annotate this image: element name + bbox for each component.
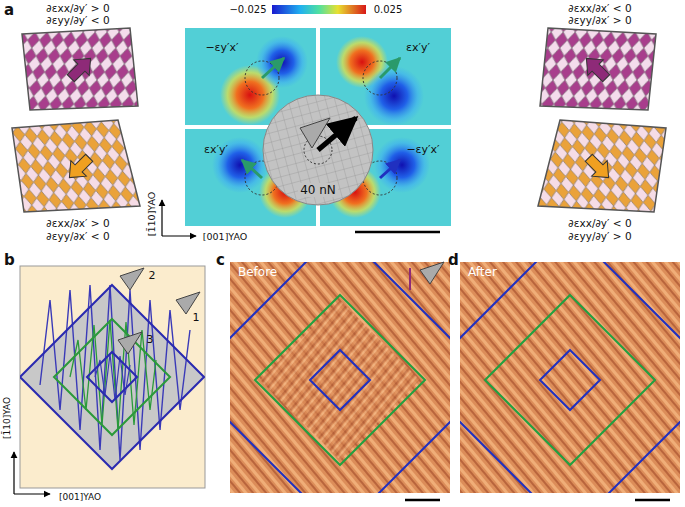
strain-label: εx′y′ <box>406 42 430 55</box>
gradient-condition: ∂εyy/∂x′ < 0 <box>46 230 109 242</box>
lattice-sketches <box>12 28 666 212</box>
tip-contact-circle: 40 nN <box>263 95 373 205</box>
panel-letter: b <box>4 252 15 269</box>
strain-maps <box>185 28 451 232</box>
panel-letter: c <box>216 252 225 269</box>
gradient-condition: ∂εxx/∂x′ > 0 <box>46 217 109 229</box>
strain-label: εx′y′ <box>204 144 228 157</box>
gradient-condition: ∂εyy/∂x′ > 0 <box>568 14 631 26</box>
colour-bar-value: 0.025 <box>374 4 403 16</box>
gradient-condition: ∂εxx/∂y′ > 0 <box>46 2 109 14</box>
gradient-condition: ∂εyy/∂y′ < 0 <box>46 14 109 26</box>
gradient-condition: ∂εxx/∂x′ < 0 <box>568 2 631 14</box>
callout-number: 2 <box>149 270 156 283</box>
scan-scheme <box>20 266 205 488</box>
panel-letter: d <box>448 252 459 269</box>
gradient-condition: ∂εxx/∂y′ < 0 <box>568 217 631 229</box>
callout-number: 3 <box>147 334 154 347</box>
strain-label: −εy′x′ <box>205 42 238 55</box>
pfm-images <box>188 228 685 507</box>
axis-label: [1̄10]YAO <box>2 397 12 439</box>
panel-caption: Before <box>238 266 277 280</box>
panel-caption: After <box>468 266 497 280</box>
gradient-condition: ∂εyy/∂y′ > 0 <box>568 230 631 242</box>
callout-number: 1 <box>193 312 200 325</box>
panel-letter: a <box>4 2 14 19</box>
force-label: 40 nN <box>298 183 338 197</box>
axis-label: [1̄10]YAO <box>147 192 158 236</box>
colour-bar <box>272 5 366 14</box>
colour-bar-value: −0.025 <box>229 4 266 16</box>
axis-label: [001]YAO <box>203 232 247 243</box>
strain-label: −εy′x′ <box>406 144 439 157</box>
axis-label: [001]YAO <box>59 492 101 502</box>
